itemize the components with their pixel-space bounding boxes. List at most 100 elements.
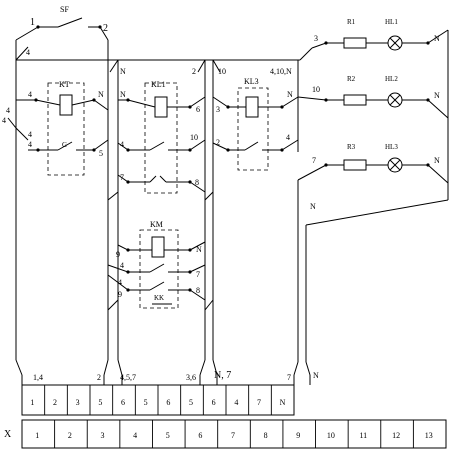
terminal-number: 12 [392, 431, 400, 440]
lamp3-lamp-label: HL3 [385, 143, 398, 151]
lamp1-resistor-label: R1 [347, 18, 356, 26]
kl3-pin-top: 4,10,N [270, 67, 292, 76]
kl1-c2-right: 8 [195, 178, 199, 187]
kt-name: KT [59, 80, 70, 89]
terminal-top-label: 5 [98, 398, 102, 407]
terminal-top-label: 1 [30, 398, 34, 407]
lamp-circuit-2: 10 R2 HL2 N [297, 75, 449, 119]
terminal-top-label: 6 [166, 398, 170, 407]
kt-contact-right: 5 [99, 149, 103, 158]
terminal-top-label: N [280, 398, 286, 407]
kl1-name: KL1 [151, 80, 166, 89]
km-name: KM [150, 220, 163, 229]
km-c1-left: 4 [120, 261, 124, 270]
lamp3-wire-out: N [434, 156, 440, 165]
terminal-top-label: 6 [212, 398, 216, 407]
terminal-top-label: 6 [121, 398, 125, 407]
kl1-c1-right: 10 [190, 133, 198, 142]
sf-label-2: 2 [103, 23, 108, 34]
lamp-circuit-1: 3 R1 HL1 N [311, 18, 449, 51]
left-4c-label: 4 [28, 130, 32, 139]
terminal-number: 6 [198, 431, 202, 440]
terminal-top-label: 5 [189, 398, 193, 407]
kl1-pin-right: 6 [196, 105, 200, 114]
terminal-number: 5 [166, 431, 170, 440]
right-n-return: N [305, 30, 449, 226]
sf-label: SF [60, 5, 69, 14]
left-4b-label: 4 [2, 116, 6, 125]
km-c2-right: 8 [196, 286, 200, 295]
bus-label-1: 1,4 [33, 373, 43, 382]
terminal-number: 4 [133, 431, 137, 440]
terminal-number: 13 [425, 431, 433, 440]
km-pin-right: N [196, 245, 202, 254]
mid-bus-2-label: 2 [192, 67, 196, 76]
km-pin-left: 9 [116, 250, 120, 259]
lamp-circuit-3: 7 R3 HL3 N [297, 143, 449, 184]
lamp2-wire-out: N [434, 91, 440, 100]
r3-left-n: N [310, 202, 316, 211]
terminal-top-label: 7 [257, 398, 261, 407]
km-c2-left-b: 9 [118, 290, 122, 299]
lamp3-wire-in: 7 [312, 156, 316, 165]
terminal-number: 1 [35, 431, 39, 440]
kl1-relay: N 6 KL1 4 10 7 8 [107, 80, 214, 201]
r3-resistor [343, 159, 367, 171]
right-bus-10-label: 10 [218, 67, 226, 76]
kl3-c-left: 2 [216, 138, 220, 147]
kl3-name: KL3 [244, 77, 259, 86]
terminal-number: 8 [264, 431, 268, 440]
left-4a-label: 4 [6, 106, 10, 115]
terminal-lower-row [21, 419, 447, 449]
terminal-number: 10 [327, 431, 335, 440]
terminal-top-label: 4 [234, 398, 238, 407]
bus-labels: 1,4 2 4,5,7 3,6 N, 7 7 N [33, 370, 319, 382]
terminal-number: 11 [359, 431, 367, 440]
lamp1-wire-in: 3 [314, 34, 318, 43]
n-kt-bus-label: N [120, 67, 126, 76]
kt-pin-left: 4 [28, 90, 32, 99]
terminal-number: 2 [68, 431, 72, 440]
terminal-top-label: 5 [144, 398, 148, 407]
kt-relay: 4 N KT 4 G 5 4 4 4 [2, 80, 109, 176]
kt-pin-right: N [98, 90, 104, 99]
lamp2-wire-in: 10 [312, 85, 320, 94]
terminal-number: 3 [101, 431, 105, 440]
kl1-c1-left: 4 [120, 140, 124, 149]
kl1-c2-left: 7 [120, 173, 124, 182]
kl1-pin-left: N [120, 90, 126, 99]
kl3-relay: 3 N KL3 4,10,N 2 4 [212, 60, 299, 171]
km-relay: 9 N KM 4 7 4 9 8 KK [107, 220, 214, 311]
bus-label-3: 4,5,7 [120, 373, 136, 382]
r2-resistor [343, 94, 367, 106]
terminal-row-label: X [4, 429, 12, 440]
vertical-buses [15, 26, 311, 376]
sf-switch: 1 2 SF [30, 5, 108, 34]
kt-contact-mark: G [62, 141, 67, 149]
bus-label-2: 2 [97, 373, 101, 382]
lamp1-wire-out: N [434, 34, 440, 43]
kt-contact-left: 4 [28, 140, 32, 149]
bus-label-7: N [313, 371, 319, 380]
kk-label: KK [154, 294, 164, 302]
km-c2-left: 4 [118, 278, 122, 287]
lamp1-lamp-label: HL1 [385, 18, 398, 26]
km-c1-right: 7 [196, 270, 200, 279]
terminal-top-label: 3 [76, 398, 80, 407]
bus-label-4: 3,6 [186, 373, 196, 382]
left-bus-4-label: 4 [26, 48, 30, 57]
lamp2-lamp-label: HL2 [385, 75, 398, 83]
r1-resistor [343, 37, 367, 49]
kl3-c-right: 4 [286, 133, 290, 142]
kl3-pin-left: 3 [216, 105, 220, 114]
sf-label-1: 1 [30, 17, 35, 28]
kl3-pin-right: N [287, 90, 293, 99]
terminal-number: 7 [231, 431, 235, 440]
lamp3-resistor-label: R3 [347, 143, 356, 151]
lamp2-resistor-label: R2 [347, 75, 356, 83]
bus-label-5: N, 7 [214, 370, 231, 381]
terminal-top-label: 2 [53, 398, 57, 407]
